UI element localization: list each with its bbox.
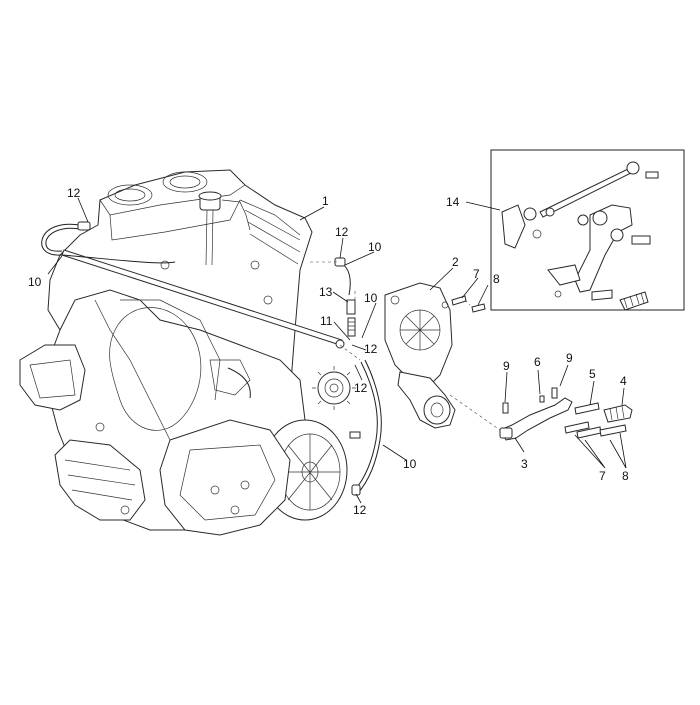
callout-14: 14 [446,195,460,209]
shift-peg-pin [574,402,600,415]
callout-labels: 1 2 3 4 5 6 7 7 8 8 9 9 10 10 10 10 11 1… [28,186,629,517]
callout-8: 8 [622,469,629,483]
callout-12: 12 [335,225,349,239]
callout-13: 13 [319,285,333,299]
bolt-set-upper [451,295,486,313]
engine-block [19,169,348,536]
callout-5: 5 [589,367,596,381]
shift-peg-rubber [603,404,633,423]
callout-10: 10 [403,457,417,471]
callout-10: 10 [368,240,382,254]
callout-10: 10 [364,291,378,305]
callout-7: 7 [473,267,480,281]
hose-clip [351,484,361,496]
hose-left [41,221,176,264]
callout-12: 12 [353,503,367,517]
callout-10: 10 [28,275,42,289]
guide-lines [310,261,501,431]
callout-12: 12 [354,381,368,395]
callout-8: 8 [493,272,500,286]
callout-9: 9 [503,359,510,373]
small-bolts [502,387,558,414]
callout-11: 11 [320,314,333,328]
sprocket-cover [384,282,453,391]
leader-lines [47,197,627,504]
bolt-set-lower [564,421,627,439]
gear-shaft-cover [397,371,456,429]
callout-9: 9 [566,351,573,365]
callout-1: 1 [322,194,329,208]
gear-lever [499,397,573,441]
hose-fitting-13 [346,299,356,337]
shift-rod [61,249,345,349]
inset-linkage-box [490,149,685,311]
bolt [349,431,361,439]
hose-right [334,257,382,494]
callout-2: 2 [452,255,459,269]
callout-12: 12 [364,342,378,356]
callout-6: 6 [534,355,541,369]
callout-12: 12 [67,186,81,200]
callout-3: 3 [521,457,528,471]
callout-7: 7 [599,469,606,483]
front-sprocket [312,366,356,410]
callout-4: 4 [620,374,627,388]
